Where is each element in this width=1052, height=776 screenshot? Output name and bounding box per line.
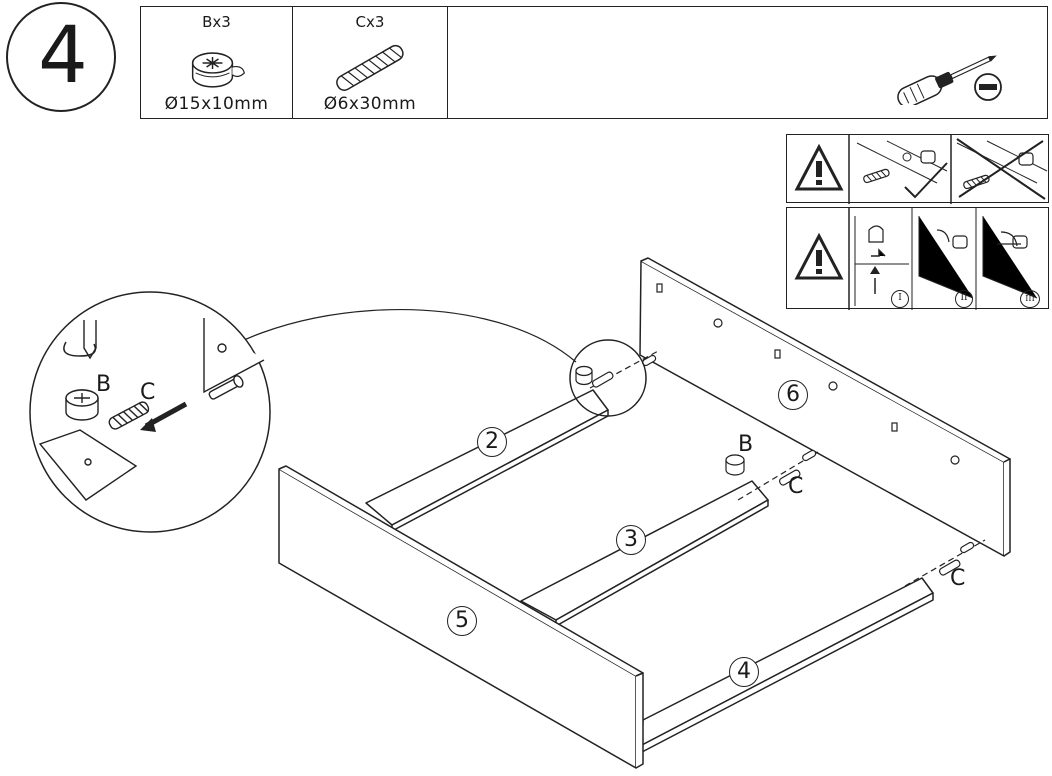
step-roman-3: III [1020, 290, 1040, 308]
step-number-badge: 4 [6, 2, 116, 112]
panel-4 [641, 577, 934, 746]
part-qty: Bx3 [202, 13, 231, 31]
parts-table: Bx3 Ø15x10mm Cx3 Ø6x30mm [140, 6, 1048, 119]
panel-number-2: 2 [477, 427, 507, 457]
label-dowel-panel-3: C [788, 474, 804, 499]
step-number: 4 [38, 11, 88, 101]
warning-dowel-glue [786, 134, 1049, 204]
cam-lock-icon [191, 52, 245, 88]
part-cell-dowel: Cx3 Ø6x30mm [293, 7, 448, 118]
panel-3 [520, 480, 769, 621]
label-dowel-detail: C [140, 380, 156, 405]
panel-number-6: 6 [778, 380, 808, 410]
dowel-icon [336, 44, 404, 91]
part-size: Ø6x30mm [323, 94, 417, 114]
part-qty: Cx3 [355, 13, 385, 31]
part-cell-cam-lock: Bx3 Ø15x10mm [141, 7, 293, 118]
warning-triangle-icon [794, 232, 844, 280]
check-mark-icon [904, 162, 948, 199]
flathead-icon [974, 73, 1002, 101]
detail-callout-circle [569, 339, 647, 417]
part-size: Ø15x10mm [164, 94, 269, 114]
panel-number-4: 4 [729, 657, 759, 687]
warning-triangle-icon [794, 143, 844, 191]
detail-magnified-circle [29, 291, 271, 533]
label-cam-panel-3: B [738, 432, 754, 457]
warning-dowel-diagram [794, 135, 1048, 204]
step-roman-1: I [891, 290, 909, 308]
label-dowel-panel-4: C [950, 566, 966, 591]
screwdriver-icon [897, 55, 1002, 105]
step-roman-2: II [955, 290, 973, 308]
panel-number-5: 5 [447, 606, 477, 636]
panel-2 [365, 389, 609, 526]
cross-out-icon [956, 138, 1046, 200]
panel-number-3: 3 [616, 525, 646, 555]
warning-cam-lock-steps: I II III [786, 207, 1049, 310]
label-cam-detail: B [96, 372, 112, 397]
warning-cam-lock-diagram [794, 208, 1038, 310]
